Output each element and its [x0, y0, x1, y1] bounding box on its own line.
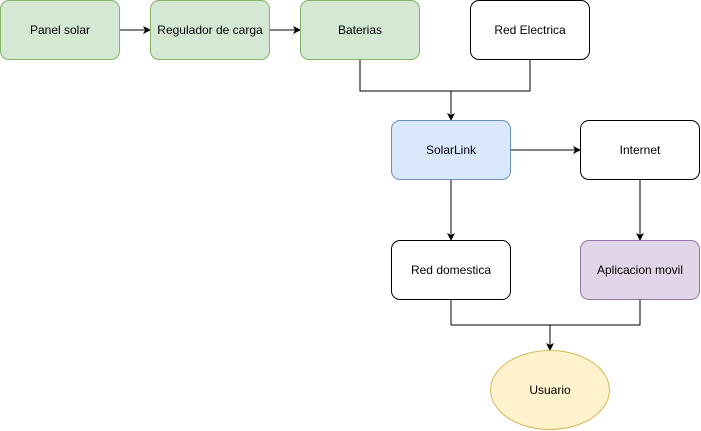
node-solarlink[interactable]: SolarLink — [391, 120, 511, 180]
node-aplicacion-movil[interactable]: Aplicacion movil — [580, 240, 700, 300]
node-baterias[interactable]: Baterias — [300, 0, 420, 60]
node-red-electrica[interactable]: Red Electrica — [470, 0, 590, 60]
edge-redelectrica-to-solarlink — [451, 60, 531, 92]
edge-baterias-to-solarlink — [359, 60, 455, 121]
edge-app-to-usuario — [550, 300, 641, 326]
node-internet[interactable]: Internet — [580, 120, 700, 180]
node-panel-solar[interactable]: Panel solar — [0, 0, 120, 60]
node-usuario[interactable]: Usuario — [490, 350, 610, 430]
node-red-domestica[interactable]: Red domestica — [391, 240, 511, 300]
edge-reddomestica-to-usuario — [450, 300, 554, 351]
node-regulador-de-carga[interactable]: Regulador de carga — [150, 0, 270, 60]
